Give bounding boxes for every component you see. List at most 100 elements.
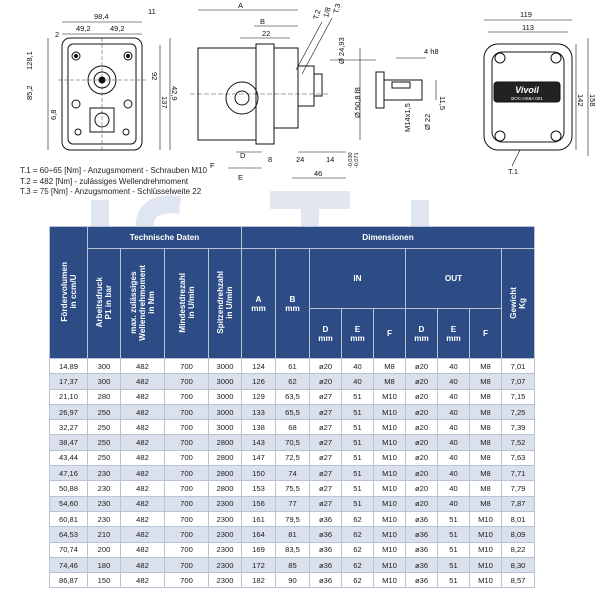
table-cell: M8 <box>469 403 502 421</box>
table-cell: 72,5 <box>275 449 310 467</box>
svg-text:11: 11 <box>148 7 156 16</box>
table-cell: 40 <box>437 357 470 375</box>
header-in-F: F <box>373 308 406 359</box>
table-cell: 143 <box>241 434 276 451</box>
table-cell: 70,5 <box>275 434 310 451</box>
table-cell: M10 <box>373 419 406 436</box>
table-cell: 2300 <box>208 556 242 574</box>
table-cell: 75,5 <box>275 480 310 497</box>
table-cell: 51 <box>437 556 470 574</box>
svg-text:6,8: 6,8 <box>49 110 58 120</box>
table-cell: 700 <box>164 419 209 436</box>
table-cell: 40 <box>437 403 470 421</box>
table-cell: M10 <box>469 526 502 543</box>
table-cell: 3000 <box>208 357 242 375</box>
svg-text:128,1: 128,1 <box>25 51 34 70</box>
table-cell: ø20 <box>309 357 342 375</box>
svg-text:T.3: T.3 <box>331 3 342 15</box>
table-cell: 62 <box>341 556 374 574</box>
table-cell: 482 <box>120 556 165 574</box>
table-cell: 250 <box>87 449 121 467</box>
table-cell: 51 <box>341 403 374 421</box>
table-cell: 2300 <box>208 510 242 528</box>
table-cell: 150 <box>241 465 276 482</box>
table-cell: M10 <box>373 388 406 405</box>
svg-text:F: F <box>210 161 215 170</box>
table-cell: 3000 <box>208 373 242 390</box>
svg-text:46: 46 <box>314 169 322 178</box>
table-cell: 74,46 <box>49 556 88 574</box>
front-view <box>47 21 171 151</box>
table-cell: 7,63 <box>501 449 535 467</box>
table-cell: 300 <box>87 373 121 390</box>
table-cell: M8 <box>373 373 406 390</box>
header-foerdervolumen: Fördervolumen in ccm/U <box>49 226 88 359</box>
header-out-F: F <box>469 308 502 359</box>
table-cell: 64,53 <box>49 526 88 543</box>
table-cell: 51 <box>437 526 470 543</box>
table-cell: 210 <box>87 526 121 543</box>
table-cell: 62 <box>341 510 374 528</box>
svg-text:92: 92 <box>150 72 159 80</box>
torque-notes: T.1 = 60÷65 [Nm] - Anzugsmoment - Schrau… <box>20 166 207 198</box>
svg-text:22: 22 <box>262 29 270 38</box>
table-cell: 7,01 <box>501 357 535 375</box>
svg-text:BOC-HS6A 001: BOC-HS6A 001 <box>511 96 543 101</box>
table-cell: ø20 <box>405 480 438 497</box>
table-cell: 65,5 <box>275 403 310 421</box>
table-cell: 7,71 <box>501 465 535 482</box>
header-gewicht: Gewicht Kg <box>501 248 535 359</box>
header-technische-daten: Technische Daten <box>87 226 242 249</box>
table-cell: 700 <box>164 510 209 528</box>
table-cell: 54,60 <box>49 495 88 512</box>
rear-dim-labels: 119 113 142 158 T.1 <box>508 10 597 176</box>
table-cell: 51 <box>341 419 374 436</box>
table-cell: 40 <box>341 357 374 375</box>
table-cell: 3000 <box>208 419 242 436</box>
svg-text:42,9: 42,9 <box>170 86 179 101</box>
table-cell: 2800 <box>208 434 242 451</box>
table-cell: 482 <box>120 434 165 451</box>
table-cell: 7,39 <box>501 419 535 436</box>
table-cell: 482 <box>120 526 165 543</box>
table-cell: ø27 <box>309 480 342 497</box>
table-cell: ø20 <box>405 465 438 482</box>
svg-text:M14x1,5: M14x1,5 <box>403 103 412 132</box>
table-cell: 26,97 <box>49 403 88 421</box>
header-arbeitsdruck: Arbeitsdruck P1 in bar <box>87 248 121 359</box>
table-cell: 482 <box>120 510 165 528</box>
table-cell: M10 <box>373 449 406 467</box>
table-cell: 70,74 <box>49 541 88 558</box>
table-cell: 40 <box>437 495 470 512</box>
svg-text:137: 137 <box>160 96 169 109</box>
svg-text:-0,071: -0,071 <box>354 152 360 168</box>
table-cell: 700 <box>164 495 209 512</box>
table-cell: M8 <box>469 388 502 405</box>
table-cell: 8,57 <box>501 572 535 589</box>
table-cell: ø20 <box>405 449 438 467</box>
table-cell: ø27 <box>309 495 342 512</box>
table-cell: 14,89 <box>49 357 88 375</box>
table-cell: M10 <box>373 556 406 574</box>
table-cell: 700 <box>164 480 209 497</box>
table-cell: ø20 <box>405 357 438 375</box>
svg-text:D: D <box>240 151 246 160</box>
svg-text:98,4: 98,4 <box>94 12 109 21</box>
svg-text:113: 113 <box>522 23 534 32</box>
table-cell: M10 <box>373 403 406 421</box>
table-cell: 17,37 <box>49 373 88 390</box>
table-cell: ø36 <box>405 572 438 589</box>
table-cell: 250 <box>87 403 121 421</box>
table-cell: 7,52 <box>501 434 535 451</box>
table-cell: M10 <box>373 465 406 482</box>
table-cell: 2300 <box>208 541 242 558</box>
table-cell: 7,25 <box>501 403 535 421</box>
table-cell: 700 <box>164 403 209 421</box>
table-cell: 482 <box>120 357 165 375</box>
spec-table: Fördervolumen in ccm/U Technische Daten … <box>49 226 535 589</box>
svg-text:T.1: T.1 <box>508 167 518 176</box>
